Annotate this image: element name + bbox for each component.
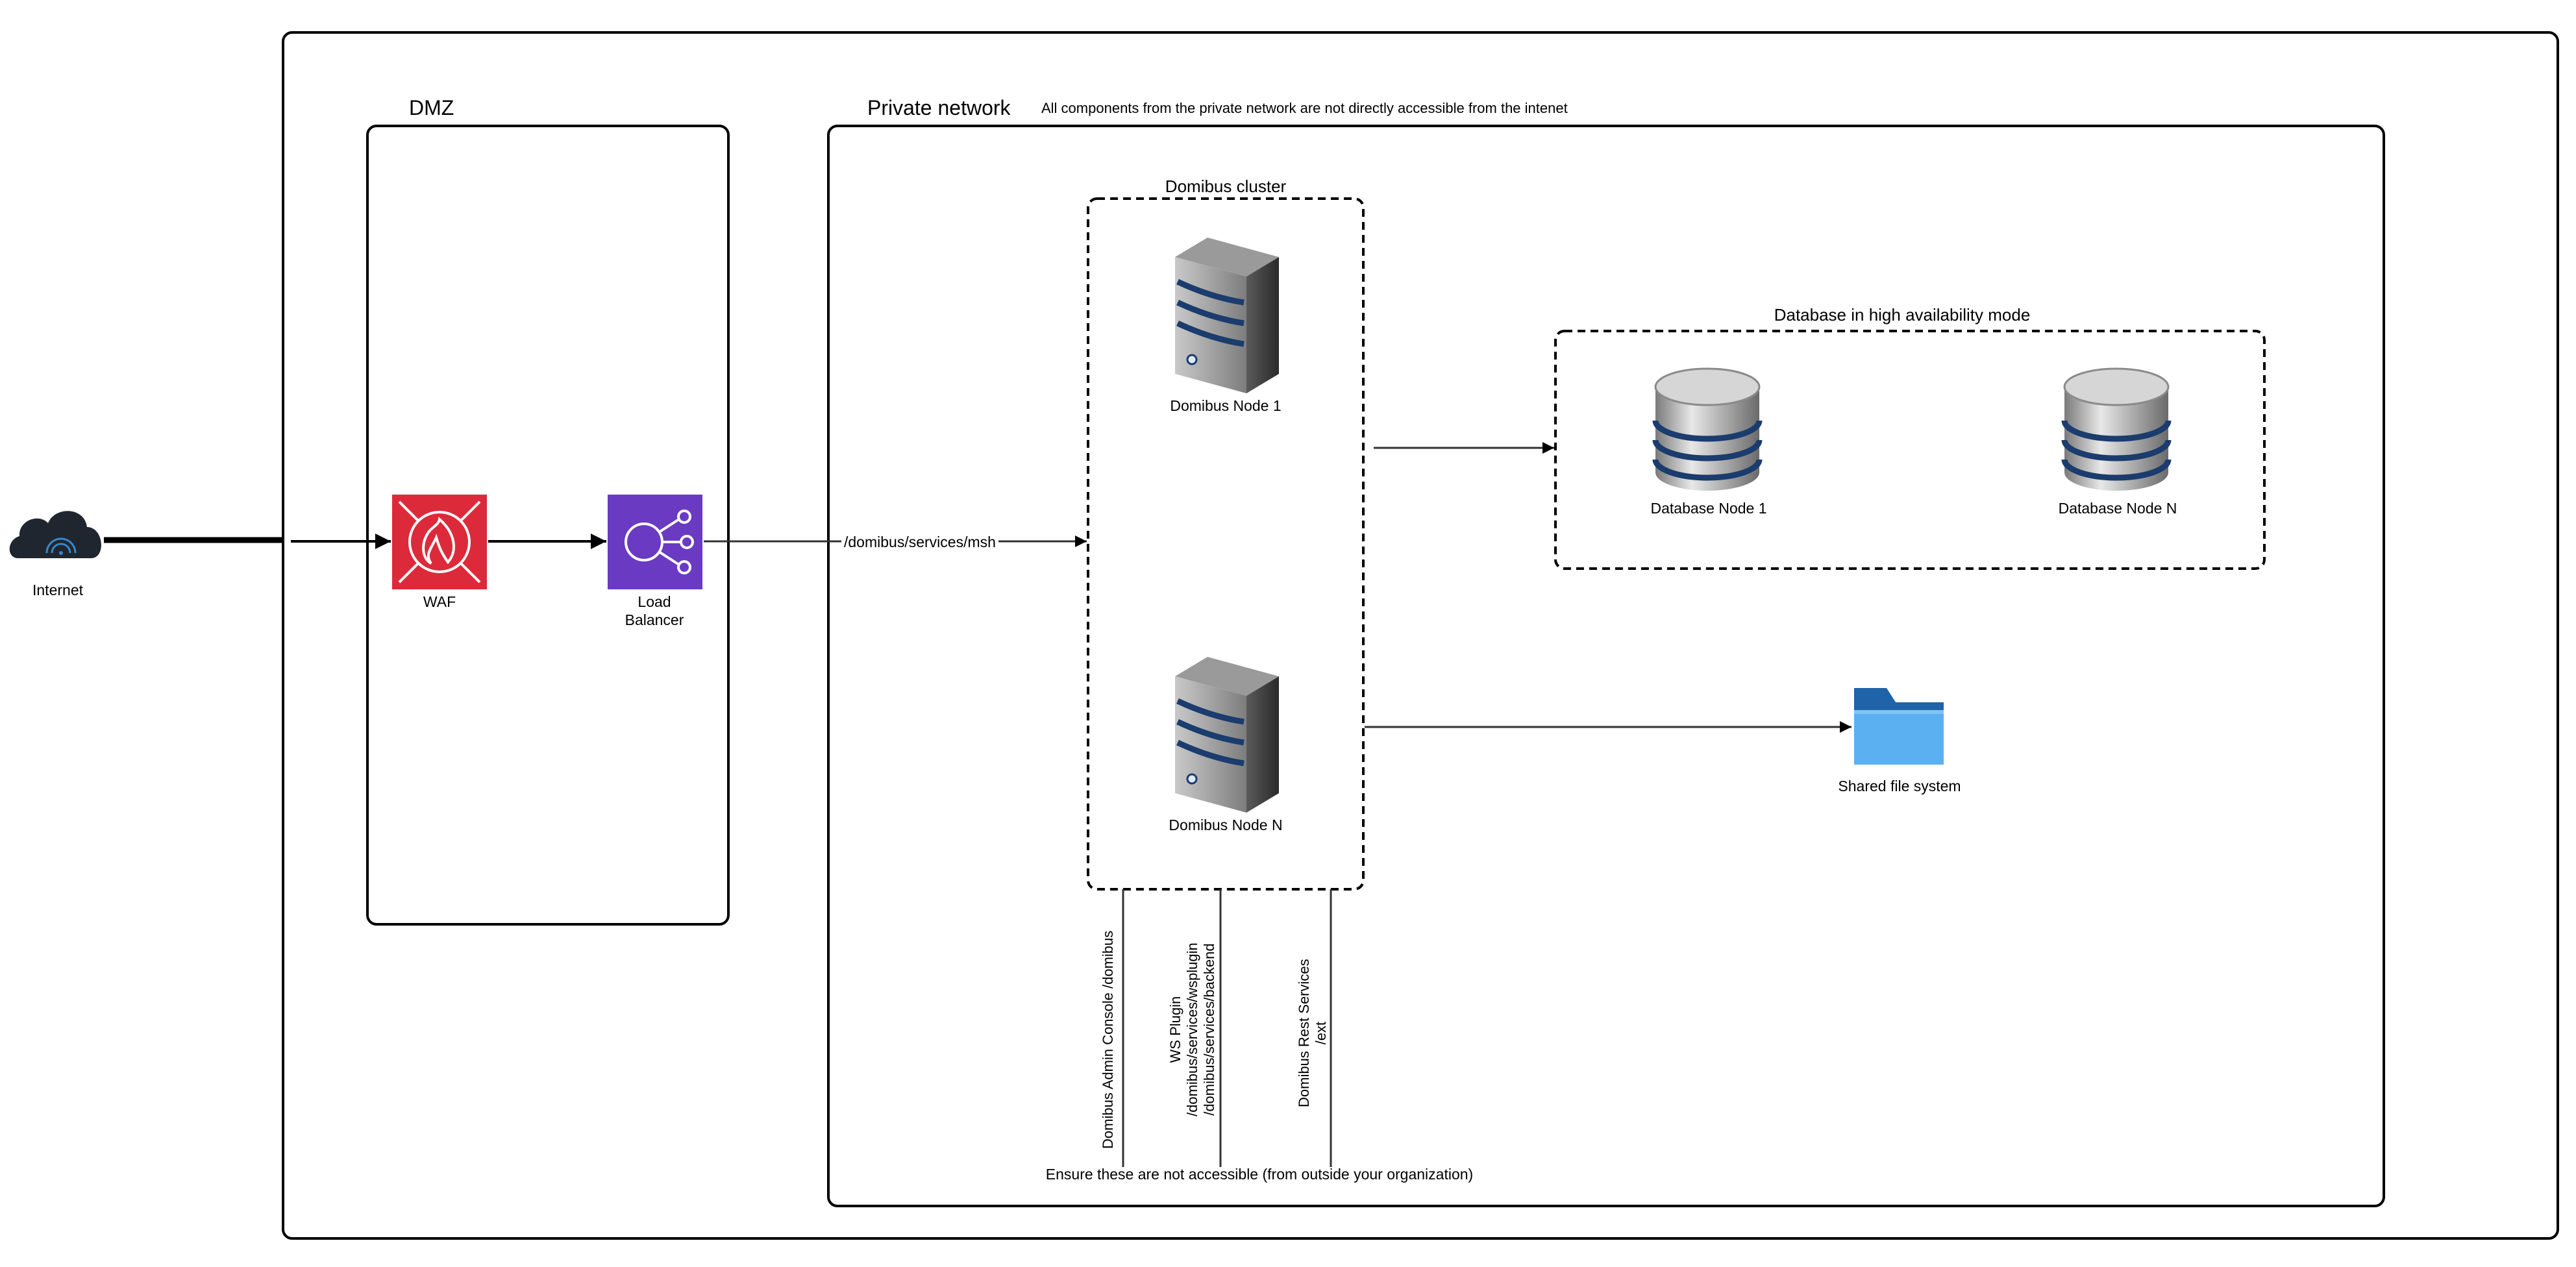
waf-label: WAF <box>423 593 456 610</box>
internet-label: Internet <box>32 582 83 598</box>
endpoint-label-wsplugin: WS Plugin /domibus/services/wsplugin /do… <box>1167 942 1217 1116</box>
shared-fs-label: Shared file system <box>1838 778 1961 794</box>
database-icon <box>1652 367 1763 491</box>
database-node-n-label: Database Node N <box>2058 500 2177 517</box>
private-network-box <box>827 125 2385 1207</box>
database-ha-box <box>1554 330 2266 570</box>
ingress-path-label: /domibus/services/msh <box>841 534 998 551</box>
private-network-title: Private network <box>867 96 1011 119</box>
private-network-note: All components from the private network … <box>1041 100 1568 116</box>
outer-frame <box>282 31 2559 1240</box>
folder-icon <box>1854 688 1944 765</box>
domibus-cluster-box <box>1087 197 1365 891</box>
dmz-box <box>366 125 730 926</box>
cloud-icon <box>9 511 101 558</box>
lb-label-line1: Load <box>638 593 671 610</box>
domibus-node-n-label: Domibus Node N <box>1169 817 1283 833</box>
dmz-title: DMZ <box>409 96 454 119</box>
waf-icon <box>392 495 487 589</box>
endpoint-label-admin: Domibus Admin Console /domibus <box>1100 930 1116 1149</box>
endpoint-label-rest: Domibus Rest Services /ext <box>1296 959 1329 1107</box>
database-ha-title: Database in high availability mode <box>1774 305 2031 325</box>
footer-note: Ensure these are not accessible (from ou… <box>1045 1166 1474 1183</box>
lb-label-line2: Balancer <box>625 611 684 628</box>
database-icon <box>2061 367 2172 491</box>
database-node-1-label: Database Node 1 <box>1650 500 1767 517</box>
server-icon <box>1175 657 1279 813</box>
domibus-node-1-label: Domibus Node 1 <box>1170 397 1282 414</box>
load-balancer-icon <box>608 495 702 589</box>
server-icon <box>1175 238 1279 393</box>
cluster-title: Domibus cluster <box>1165 177 1287 196</box>
